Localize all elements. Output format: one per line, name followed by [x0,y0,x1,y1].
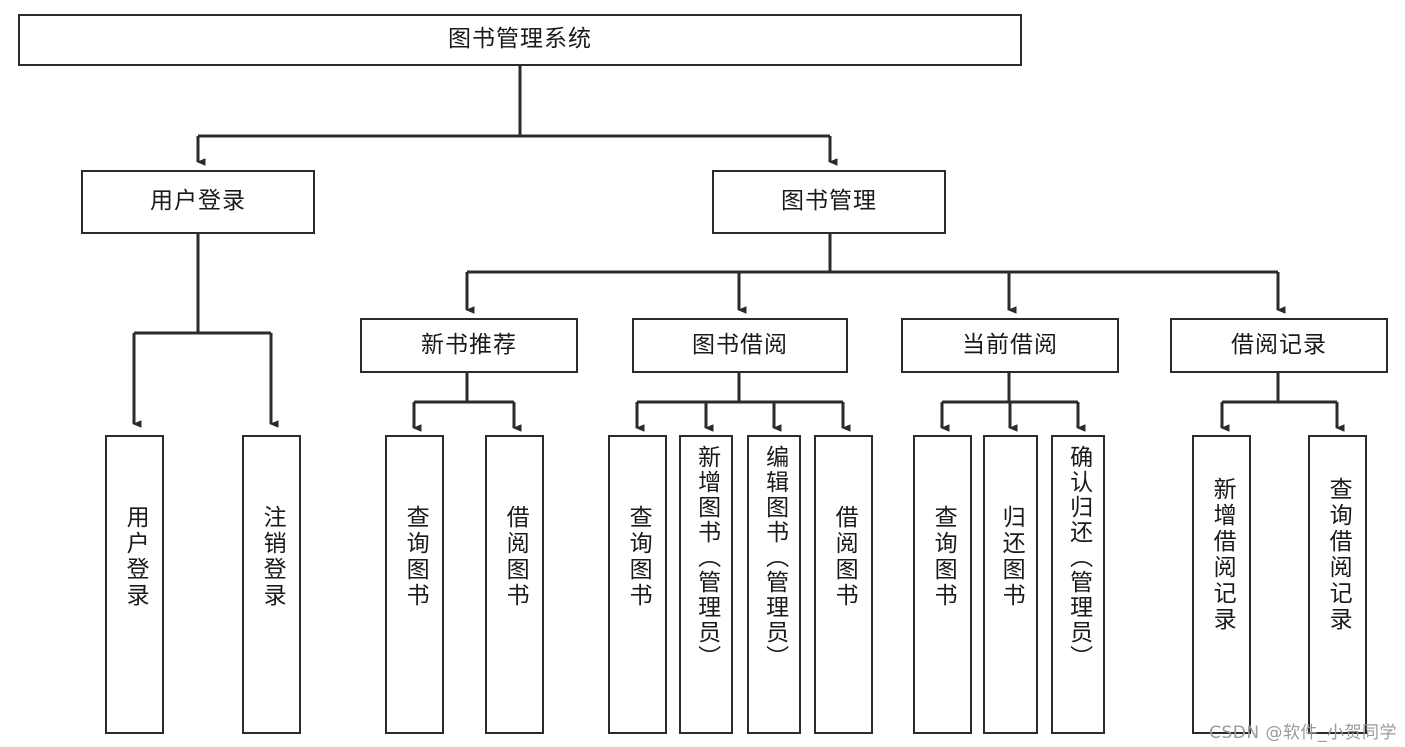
leaf-query-book-1-label: 查询图书 [402,505,429,609]
node-book-borrow[interactable]: 图书借阅 [632,318,848,373]
node-book-manage[interactable]: 图书管理 [712,170,946,234]
leaf-confirm-return[interactable]: 确认归还（管理员） [1051,435,1105,734]
leaf-add-record-label: 新增借阅记录 [1209,477,1236,633]
leaf-user-login-label: 用户登录 [122,505,149,609]
csdn-watermark: CSDN @软件_小贺同学 [1209,723,1397,743]
leaf-query-book-1[interactable]: 查询图书 [385,435,444,734]
node-user-login-label: 用户登录 [150,188,246,215]
leaf-query-record-label: 查询借阅记录 [1325,477,1352,633]
leaf-borrow-book-1-label: 借阅图书 [502,505,529,609]
leaf-add-record[interactable]: 新增借阅记录 [1192,435,1251,734]
leaf-confirm-return-label: 确认归还（管理员） [1065,445,1092,670]
node-root-label: 图书管理系统 [448,26,592,53]
leaf-logout-label: 注销登录 [259,505,286,609]
leaf-query-book-2-label: 查询图书 [625,505,652,609]
leaf-query-book-3[interactable]: 查询图书 [913,435,972,734]
leaf-add-book-label: 新增图书（管理员） [693,445,720,670]
node-book-manage-label: 图书管理 [781,188,877,215]
leaf-logout[interactable]: 注销登录 [242,435,301,734]
leaf-add-book[interactable]: 新增图书（管理员） [679,435,733,734]
node-borrow-record-label: 借阅记录 [1231,331,1327,358]
node-root[interactable]: 图书管理系统 [18,14,1022,66]
node-new-book-recommend[interactable]: 新书推荐 [360,318,578,373]
node-book-borrow-label: 图书借阅 [692,331,788,358]
leaf-return-book-label: 归还图书 [998,505,1025,609]
node-new-book-recommend-label: 新书推荐 [421,331,517,358]
leaf-edit-book[interactable]: 编辑图书（管理员） [747,435,801,734]
leaf-query-record[interactable]: 查询借阅记录 [1308,435,1367,734]
node-current-borrow-label: 当前借阅 [962,331,1058,358]
leaf-user-login[interactable]: 用户登录 [105,435,164,734]
leaf-query-book-2[interactable]: 查询图书 [608,435,667,734]
node-user-login[interactable]: 用户登录 [81,170,315,234]
leaf-query-book-3-label: 查询图书 [930,505,957,609]
leaf-borrow-book-2-label: 借阅图书 [831,505,858,609]
node-borrow-record[interactable]: 借阅记录 [1170,318,1388,373]
leaf-edit-book-label: 编辑图书（管理员） [761,445,788,670]
leaf-borrow-book-1[interactable]: 借阅图书 [485,435,544,734]
leaf-borrow-book-2[interactable]: 借阅图书 [814,435,873,734]
node-current-borrow[interactable]: 当前借阅 [901,318,1119,373]
leaf-return-book[interactable]: 归还图书 [983,435,1038,734]
